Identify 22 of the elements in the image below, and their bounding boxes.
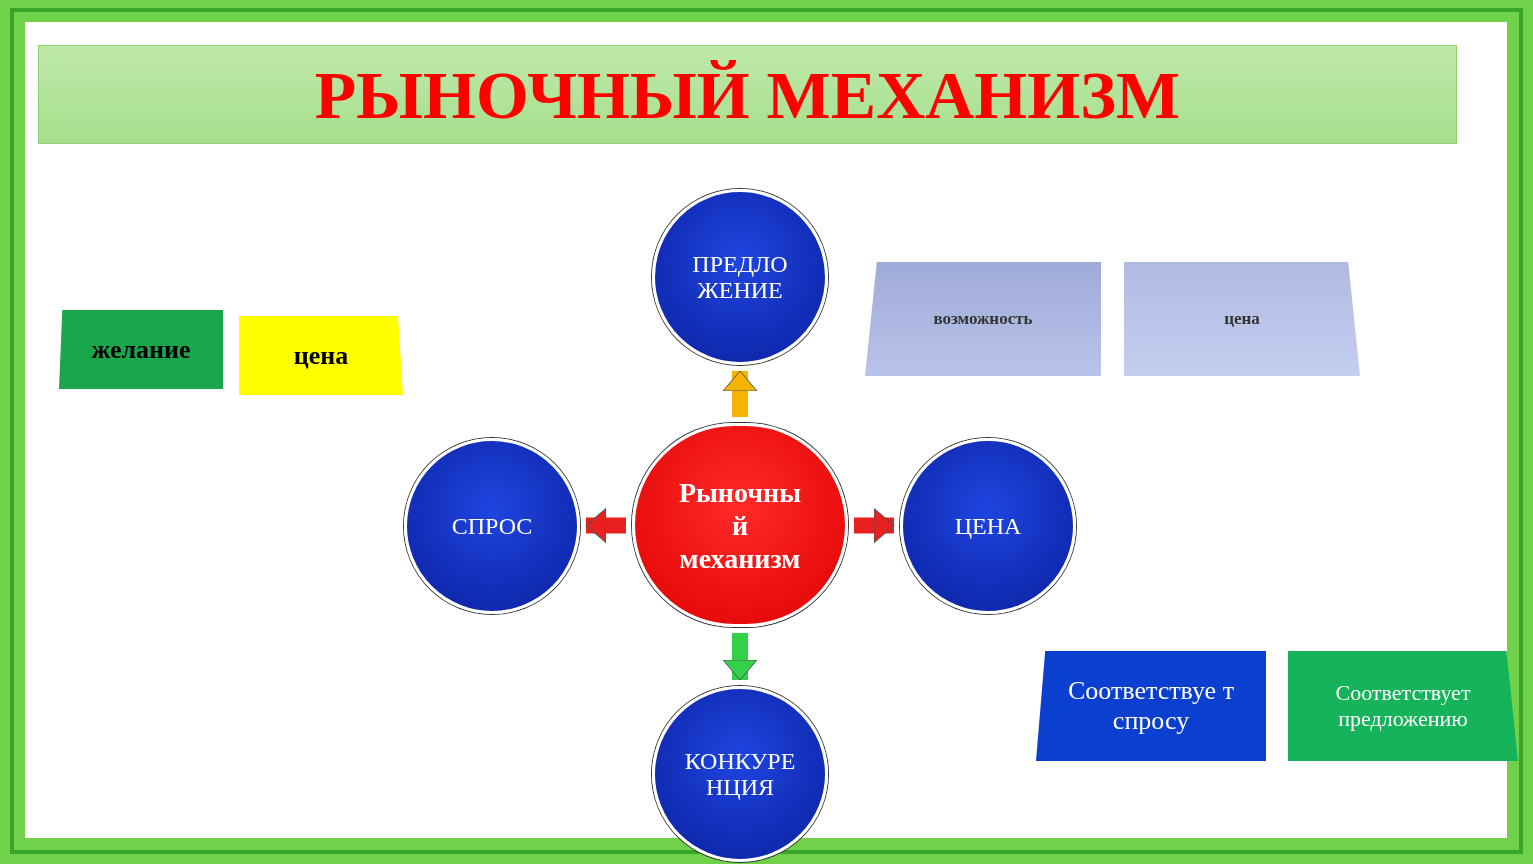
node-label: СПРОС	[450, 512, 534, 541]
node-label: ПРЕДЛО ЖЕНИЕ	[691, 251, 789, 303]
node-label: возможность	[933, 308, 1033, 331]
block-arrow	[585, 508, 627, 544]
title: РЫНОЧНЫЙ МЕХАНИЗМ	[314, 60, 1181, 129]
block-arrow	[722, 370, 758, 417]
node-label: ЦЕНА	[953, 512, 1023, 541]
block-arrow	[853, 508, 895, 544]
label-box	[59, 310, 223, 389]
node-label: Рыночны й механизм	[677, 475, 803, 575]
label-box	[1288, 651, 1518, 761]
node-label: желание	[91, 334, 191, 366]
node-label: цена	[1224, 308, 1260, 331]
label-box	[239, 316, 403, 395]
label-box	[1124, 262, 1360, 376]
label-box	[1036, 651, 1266, 761]
node-label: Соответствуе т спросу	[1066, 676, 1236, 736]
block-arrow	[722, 633, 758, 681]
label-box	[865, 262, 1101, 376]
node-label: цена	[293, 340, 349, 372]
node-label: КОНКУРЕ НЦИЯ	[683, 748, 797, 800]
node-label: Соответствует предложению	[1334, 680, 1472, 732]
